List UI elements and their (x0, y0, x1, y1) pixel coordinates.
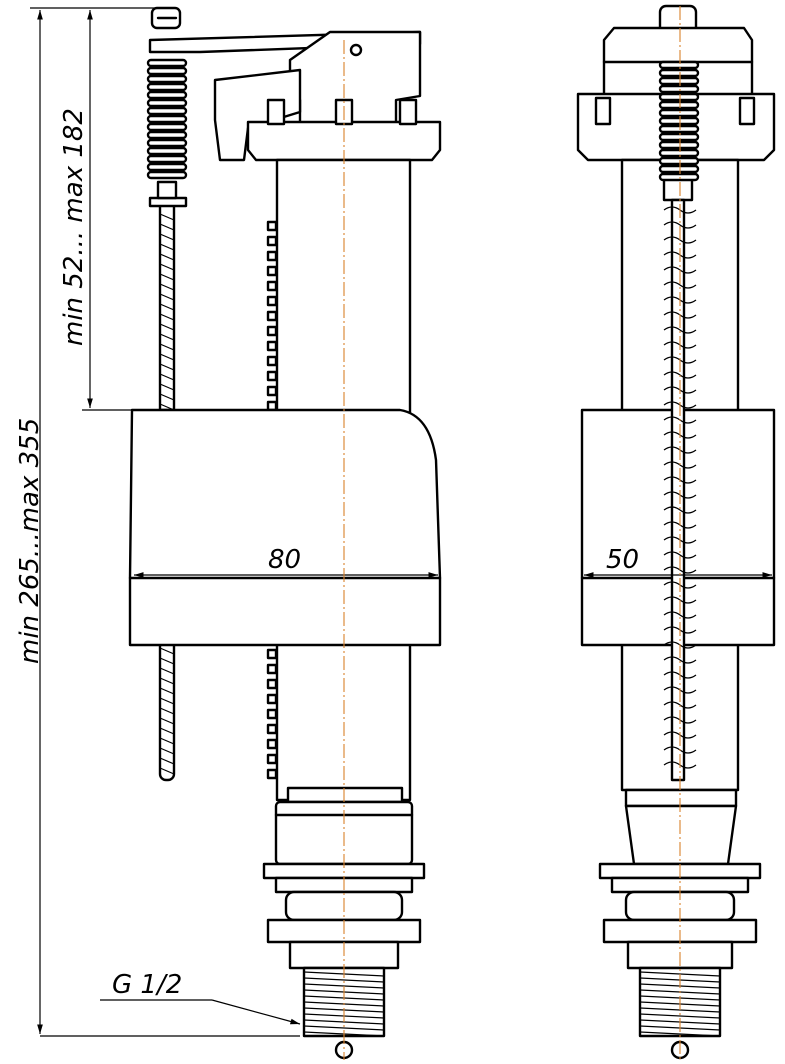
side-view: 50 (576, 4, 776, 1060)
float-front (128, 408, 442, 647)
front-view: 80 (128, 6, 442, 1060)
width-side-label: 50 (606, 545, 639, 575)
float-width-dimension-front: 80 (134, 545, 438, 578)
thread-label: G 1/2 (112, 970, 182, 1000)
width-front-label: 80 (268, 545, 301, 575)
thread-callout: G 1/2 (100, 970, 301, 1025)
float-width-dimension-side: 50 (584, 545, 772, 578)
adjustment-rod (146, 6, 188, 782)
total-height-label: min 265...max 355 (15, 418, 45, 664)
total-height-dimension: min 265...max 355 (15, 7, 300, 1037)
float-height-label: min 52... max 182 (59, 108, 89, 346)
lever-block (213, 68, 302, 162)
float-height-dimension: min 52... max 182 (59, 10, 140, 411)
lower-body-side (624, 804, 738, 866)
